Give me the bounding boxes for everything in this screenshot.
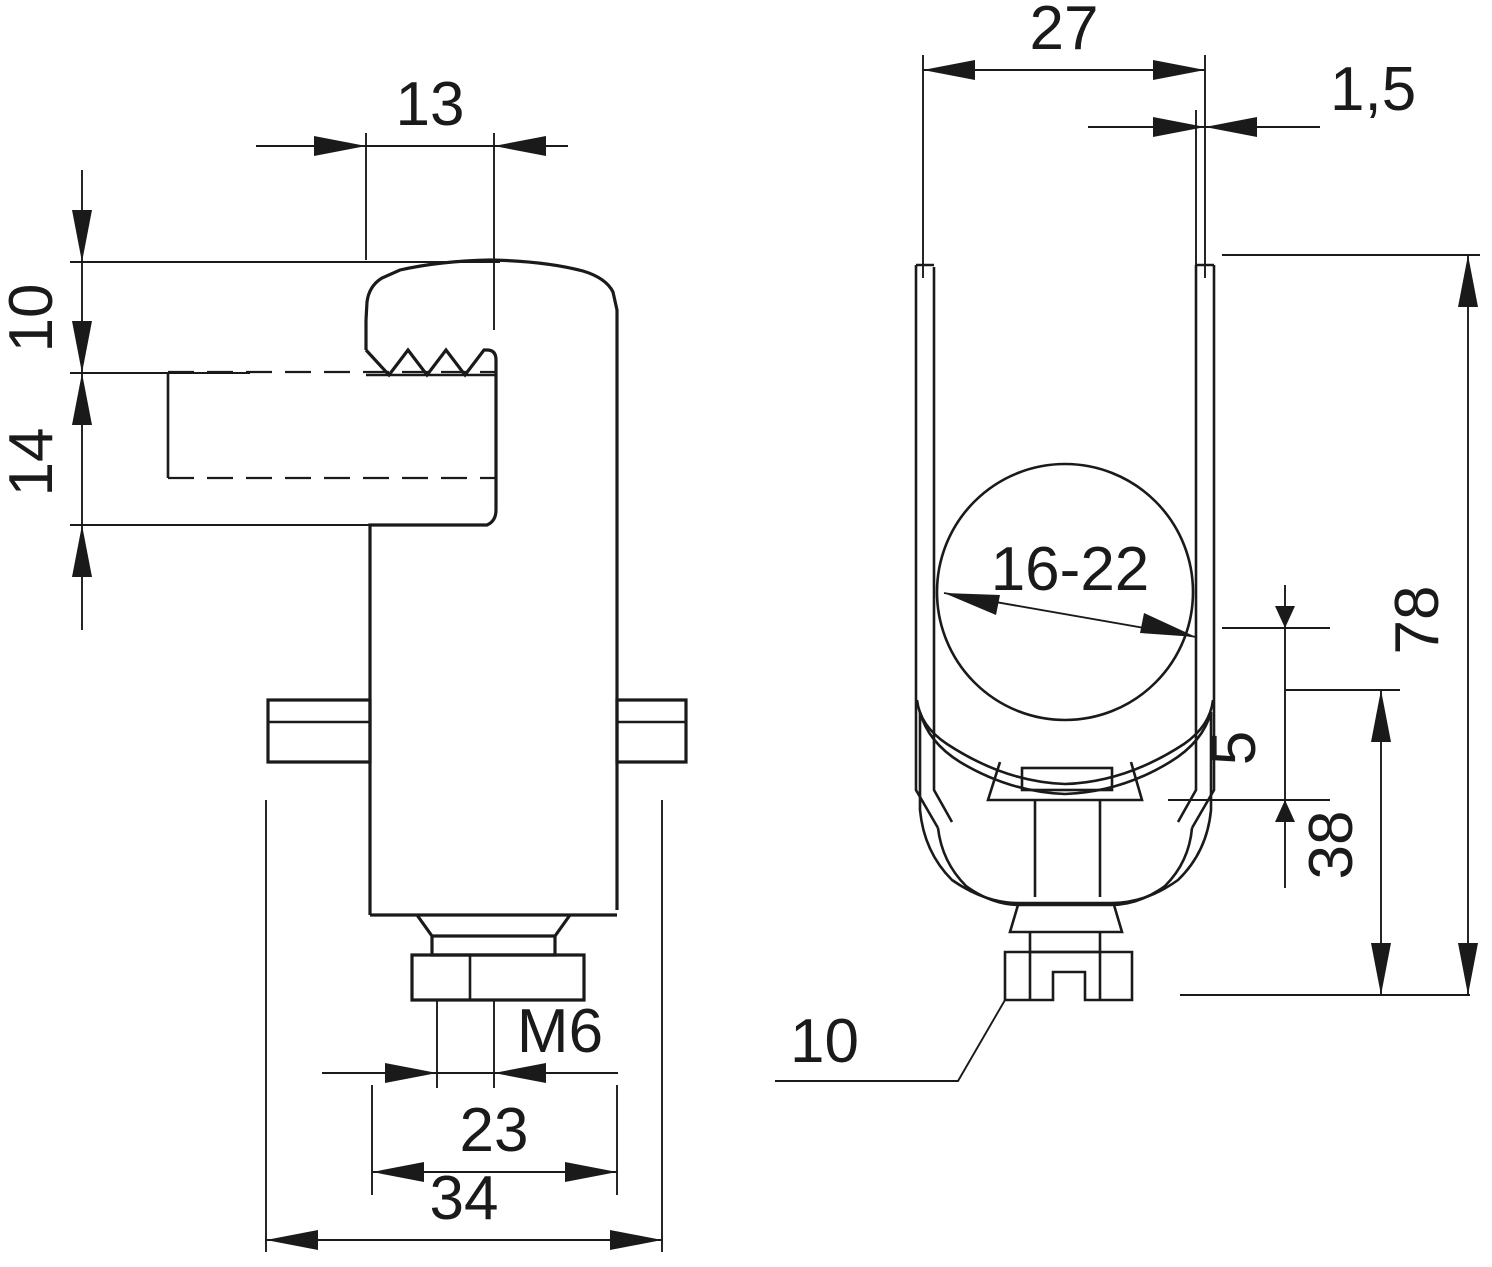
front-left-lug xyxy=(266,698,372,764)
dim-5-arrow-top xyxy=(1275,606,1295,628)
front-head-outline xyxy=(364,258,619,910)
dim-23-arrow-left xyxy=(372,1162,424,1182)
side-left-rail-inner xyxy=(932,267,954,823)
dim-38-arrow-top xyxy=(1371,690,1391,742)
side-saddle-inner xyxy=(918,711,1213,796)
dim-78-arrow-top xyxy=(1458,255,1478,307)
front-view-dimensions: 13 10 14 M6 23 34 xyxy=(0,70,663,1252)
dim-10-leader-line xyxy=(775,999,1006,1082)
dim-13-arrow-left xyxy=(314,136,366,156)
dim-34-arrow-right xyxy=(610,1230,662,1250)
dim-27-label: 27 xyxy=(1030,0,1099,63)
dim-1-5-label: 1,5 xyxy=(1330,55,1416,124)
dim-14-arrow-bottom xyxy=(72,525,92,577)
side-bottom-nut xyxy=(1003,950,1134,1002)
dim-5-label: 5 xyxy=(1200,731,1269,765)
dim-10-label: 10 xyxy=(0,284,66,353)
dim-10-base-label: 10 xyxy=(790,1007,859,1076)
front-right-lug xyxy=(615,698,688,764)
side-saddle-outer xyxy=(915,699,1215,786)
front-bolt-shank xyxy=(430,936,557,957)
side-flange xyxy=(1008,904,1124,934)
dim-34-arrow-left xyxy=(266,1230,318,1250)
side-bolt-neck xyxy=(1028,932,1102,954)
front-view xyxy=(70,133,688,1088)
dim-5-arrow-bottom xyxy=(1275,800,1295,822)
front-hex-nut xyxy=(410,953,586,1002)
side-cable-circle xyxy=(935,462,1195,722)
side-left-rail-outer xyxy=(914,265,940,829)
side-right-rail-inner xyxy=(1176,265,1198,823)
dim-m6-arrow-left xyxy=(385,1063,437,1083)
dim-m6-label: M6 xyxy=(517,997,603,1066)
side-lower-shell-inner xyxy=(936,827,1194,907)
dim-10-arrow-top xyxy=(72,210,92,262)
side-view xyxy=(914,263,1216,1002)
dim-34-label: 34 xyxy=(430,1164,499,1233)
side-plate-slot xyxy=(1020,766,1114,792)
front-jaw-shoulder xyxy=(368,500,498,915)
dim-27-arrow-right xyxy=(1153,60,1205,80)
dim-16-22-label: 16-22 xyxy=(991,535,1150,604)
dim-m6-arrow-right xyxy=(494,1063,546,1083)
front-flange xyxy=(415,914,572,938)
dim-1-5-arrow-right xyxy=(1205,117,1257,137)
dim-13-arrow-right xyxy=(494,136,546,156)
side-pressure-plate xyxy=(986,761,1144,802)
dim-16-22-arrow-right xyxy=(1140,613,1196,637)
side-view-dimensions: 27 1,5 16-22 5 38 78 10 xyxy=(775,0,1480,1082)
dim-1-5-arrow-left xyxy=(1153,117,1205,137)
dim-23-arrow-right xyxy=(565,1162,617,1182)
dim-38-arrow-bottom xyxy=(1371,943,1391,995)
dim-78-arrow-bottom xyxy=(1458,943,1478,995)
side-right-rail-outer xyxy=(1190,265,1216,829)
dim-16-22-arrow-left xyxy=(944,593,1000,615)
dim-78-label: 78 xyxy=(1383,586,1452,655)
dim-23-label: 23 xyxy=(460,1096,529,1165)
dim-13-label: 13 xyxy=(396,70,465,139)
dim-10-arrow-bottom xyxy=(72,373,92,425)
dim-14-label: 14 xyxy=(0,428,66,497)
dim-14-arrow-top xyxy=(72,321,92,373)
dim-38-label: 38 xyxy=(1297,811,1366,880)
side-lower-shell-outer xyxy=(918,712,1213,905)
dim-27-arrow-left xyxy=(923,60,975,80)
